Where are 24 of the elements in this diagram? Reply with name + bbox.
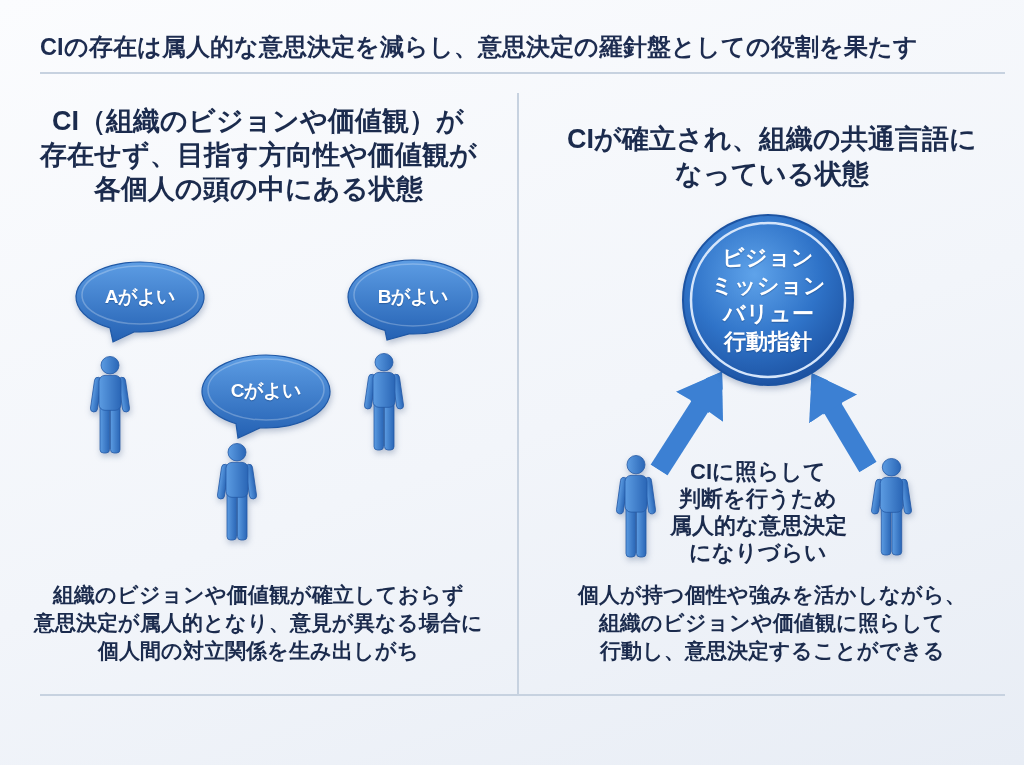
badge-text: ビジョン: [722, 244, 814, 272]
bubble-text: Bがよい: [377, 284, 449, 309]
speech-bubble: [348, 260, 478, 342]
person-icon: [87, 356, 133, 453]
description-text: 個人が持つ個性や強みを活かしながら、組織のビジョンや価値観に照らして行動し、意思決定することができる: [578, 582, 966, 664]
note-text: CIに照らして判断を行うため属人的な意思決定になりづらい: [669, 458, 847, 566]
person-icon: [868, 458, 915, 555]
person-icon: [214, 443, 260, 540]
description-text: 組織のビジョンや価値観が確立しておらず意思決定が属人的となり、意見が異なる場合に個人間の対立関係を生み出しがち: [33, 582, 483, 664]
bubble-text: Cがよい: [230, 379, 302, 404]
speech-bubble: [76, 262, 204, 344]
panel-heading: CIが確立され、組織の共通言語になっている状態: [567, 123, 977, 191]
person-icon: [361, 353, 407, 450]
arrow: [808, 372, 877, 473]
title: CIの存在は属人的な意思決定を減らし、意思決定の羅針盤としての役割を果たす: [40, 33, 918, 61]
arrow: [650, 371, 724, 476]
bubble-text: Aがよい: [104, 284, 176, 309]
circle-badge: [682, 214, 854, 386]
badge-text: バリュー: [722, 300, 814, 328]
badge-text: 行動指針: [724, 328, 812, 356]
badge-text: ミッション: [710, 272, 826, 300]
speech-bubble: [202, 355, 330, 440]
panel-heading: CI（組織のビジョンや価値観）が存在せず、目指す方向性や価値観が各個人の頭の中にある状態: [39, 105, 477, 206]
person-icon: [613, 455, 659, 557]
